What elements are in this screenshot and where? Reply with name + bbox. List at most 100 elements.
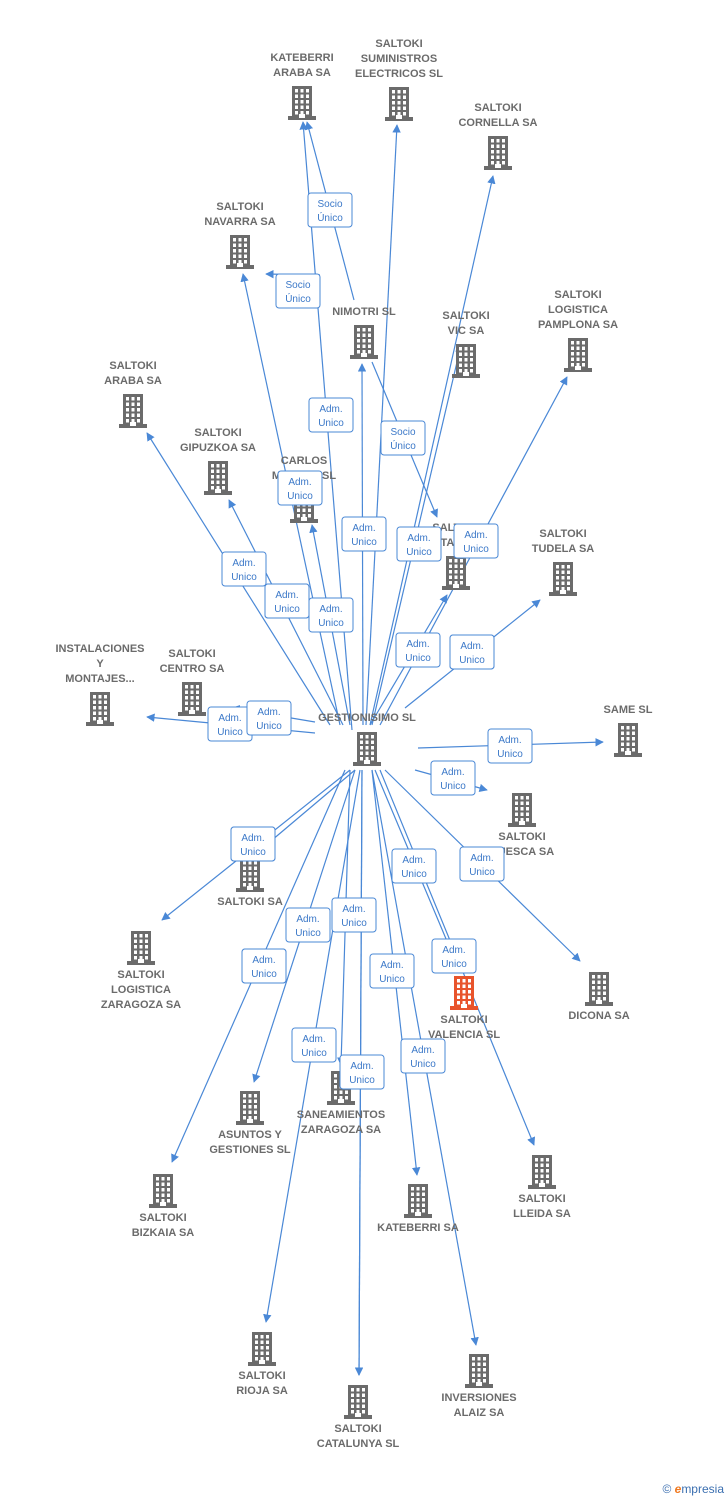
- node-saltoki[interactable]: SALTOKI SA: [217, 858, 283, 908]
- node-label: VIC SA: [448, 325, 485, 337]
- edge-label-box[interactable]: Adm.Unico: [221, 551, 267, 587]
- building-icon: [350, 325, 378, 359]
- brand-footer[interactable]: © empresia: [662, 1482, 724, 1496]
- edge-label-box[interactable]: Adm.Unico: [430, 760, 476, 796]
- edge-label-text: Adm.: [296, 914, 319, 925]
- building-icon: [86, 692, 114, 726]
- node-label: GESTIONISIMO SL: [318, 712, 416, 724]
- edge-label-text: Adm.: [380, 960, 403, 971]
- building-icon: [178, 682, 206, 716]
- edge-label-frame: [431, 938, 477, 974]
- edge-label-box[interactable]: Adm.Unico: [341, 516, 387, 552]
- edge-label-box[interactable]: Adm.Unico: [264, 583, 310, 619]
- edge-label-text: Único: [390, 439, 416, 452]
- edge-label-frame: [380, 420, 426, 456]
- node-label: KATEBERRI SA: [377, 1222, 459, 1234]
- edge-label-box[interactable]: Adm.Unico: [396, 526, 442, 562]
- edge-label-box[interactable]: Adm.Unico: [331, 897, 377, 933]
- edge-label-text: Adm.: [257, 707, 280, 718]
- edge-label-box[interactable]: Adm.Unico: [308, 597, 354, 633]
- edge-label-box[interactable]: Adm.Unico: [230, 826, 276, 862]
- node-label: SALTOKI: [168, 648, 215, 660]
- edge-label-box[interactable]: Adm.Unico: [431, 938, 477, 974]
- node-label: NIMOTRI SL: [332, 306, 396, 318]
- node-kateberri[interactable]: KATEBERRI SA: [377, 1184, 459, 1234]
- edge-label-text: Adm.: [218, 713, 241, 724]
- edge-label-box[interactable]: Adm.Unico: [285, 907, 331, 943]
- node-nimotri[interactable]: NIMOTRI SL: [332, 306, 396, 359]
- edge-label-text: Adm.: [319, 404, 342, 415]
- edge-label-box[interactable]: Adm.Unico: [291, 1027, 337, 1063]
- node-center[interactable]: GESTIONISIMO SL: [318, 712, 416, 766]
- edge-label-box[interactable]: Adm.Unico: [369, 953, 415, 989]
- edge-label-text: Adm.: [350, 1061, 373, 1072]
- node-label: SANEAMIENTOS: [297, 1109, 385, 1121]
- node-label: CATALUNYA SL: [317, 1438, 400, 1450]
- edge-label-box[interactable]: Adm. Unico: [207, 706, 253, 742]
- node-label: SALTOKI: [518, 1193, 565, 1205]
- edge-label-box[interactable]: Adm.Unico: [395, 632, 441, 668]
- edge-label-text: Unico: [217, 727, 243, 738]
- node-instalaciones[interactable]: INSTALACIONESYMONTAJES...: [55, 643, 145, 726]
- node-label: SALTOKI: [375, 38, 422, 50]
- edge-label-box[interactable]: Adm.Unico: [453, 523, 499, 559]
- building-icon: [288, 86, 316, 120]
- building-icon: [119, 394, 147, 428]
- building-icon: [353, 732, 381, 766]
- building-icon: [564, 338, 592, 372]
- building-icon: [614, 723, 642, 757]
- node-label: INSTALACIONES: [55, 643, 144, 655]
- edge-label-text: Unico: [318, 618, 344, 629]
- edge-label-frame: [221, 551, 267, 587]
- edge-label-text: Unico: [441, 959, 467, 970]
- node-label: INVERSIONES: [441, 1392, 516, 1404]
- edge-label-frame: [339, 1054, 385, 1090]
- edge-label-text: Adm.: [342, 904, 365, 915]
- node-label: LOGISTICA: [548, 304, 608, 316]
- edge-label-box[interactable]: Adm.Unico: [308, 397, 354, 433]
- node-label: VALENCIA SL: [428, 1029, 500, 1041]
- edge-label-box[interactable]: Adm.Unico: [391, 848, 437, 884]
- edge-label-box[interactable]: Adm.Unico: [459, 846, 505, 882]
- edge-label-box[interactable]: Adm.Unico: [400, 1038, 446, 1074]
- edge-label-box[interactable]: Adm.Unico: [487, 728, 533, 764]
- node-label: RIOJA SA: [236, 1385, 288, 1397]
- node-label: SALTOKI: [238, 1370, 285, 1382]
- node-rioja[interactable]: SALTOKI RIOJA SA: [236, 1332, 288, 1397]
- node-same[interactable]: SAME SL: [604, 704, 653, 757]
- edge-label-frame: [453, 523, 499, 559]
- edge-label-text: Adm.: [241, 833, 264, 844]
- edge-label-box[interactable]: Adm.Unico: [339, 1054, 385, 1090]
- edge-label-text: Adm.: [406, 639, 429, 650]
- edge-label-box[interactable]: Adm.Unico: [246, 700, 292, 736]
- building-icon: [385, 87, 413, 121]
- node-dicona[interactable]: DICONA SA: [568, 972, 630, 1022]
- node-label: BIZKAIA SA: [132, 1227, 195, 1239]
- edge-label-box[interactable]: Adm.Unico: [449, 634, 495, 670]
- edge-label-box[interactable]: Adm.Unico: [241, 948, 287, 984]
- edge-label-box[interactable]: Adm.Unico: [277, 470, 323, 506]
- edge-label-text: Unico: [440, 781, 466, 792]
- edge-label-text: Unico: [469, 867, 495, 878]
